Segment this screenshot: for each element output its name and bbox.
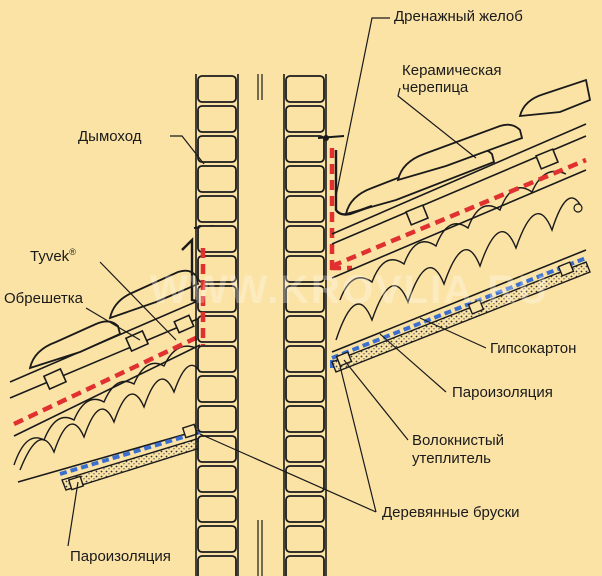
label-wood-bars: Деревянные бруски <box>382 504 520 521</box>
chimney <box>195 74 352 576</box>
label-fiber-insulation-line2: утеплитель <box>412 450 491 467</box>
leader-drywall <box>419 317 487 349</box>
label-fiber-insulation-line1: Волокнистый <box>412 432 505 449</box>
leader-vapor-bottom <box>67 481 79 547</box>
leader-ceramic-tile <box>397 87 477 159</box>
leader-lines <box>67 17 487 547</box>
leader-drain-gutter <box>335 17 390 197</box>
leader-batten <box>85 307 141 341</box>
label-ceramic-tile-line1: Керамическая <box>402 62 502 79</box>
label-batten: Обрешетка <box>4 290 83 307</box>
label-drywall: Гипсокартон <box>490 340 577 357</box>
label-tyvek: Tyvek® <box>30 244 76 265</box>
label-vapor-barrier-right: Пароизоляция <box>452 384 553 401</box>
watermark-text: WWW.KROVLIA.RU <box>150 268 550 312</box>
leader-wood-bars <box>199 365 377 513</box>
label-chimney: Дымоход <box>78 128 142 145</box>
label-tyvek-text: Tyvek <box>30 248 70 265</box>
leader-tyvek <box>99 261 177 341</box>
leader-vapor-right <box>379 333 447 393</box>
leader-fiber-insulation <box>343 359 409 441</box>
label-drain-gutter: Дренажный желоб <box>394 8 523 25</box>
left-roof-slope <box>9 225 215 510</box>
label-ceramic-tile-line2: черепица <box>402 79 469 96</box>
right-roof-slope <box>317 78 592 373</box>
label-tyvek-mark: ® <box>69 247 76 257</box>
label-vapor-barrier-bottom: Пароизоляция <box>70 548 171 565</box>
leader-chimney <box>170 135 205 165</box>
